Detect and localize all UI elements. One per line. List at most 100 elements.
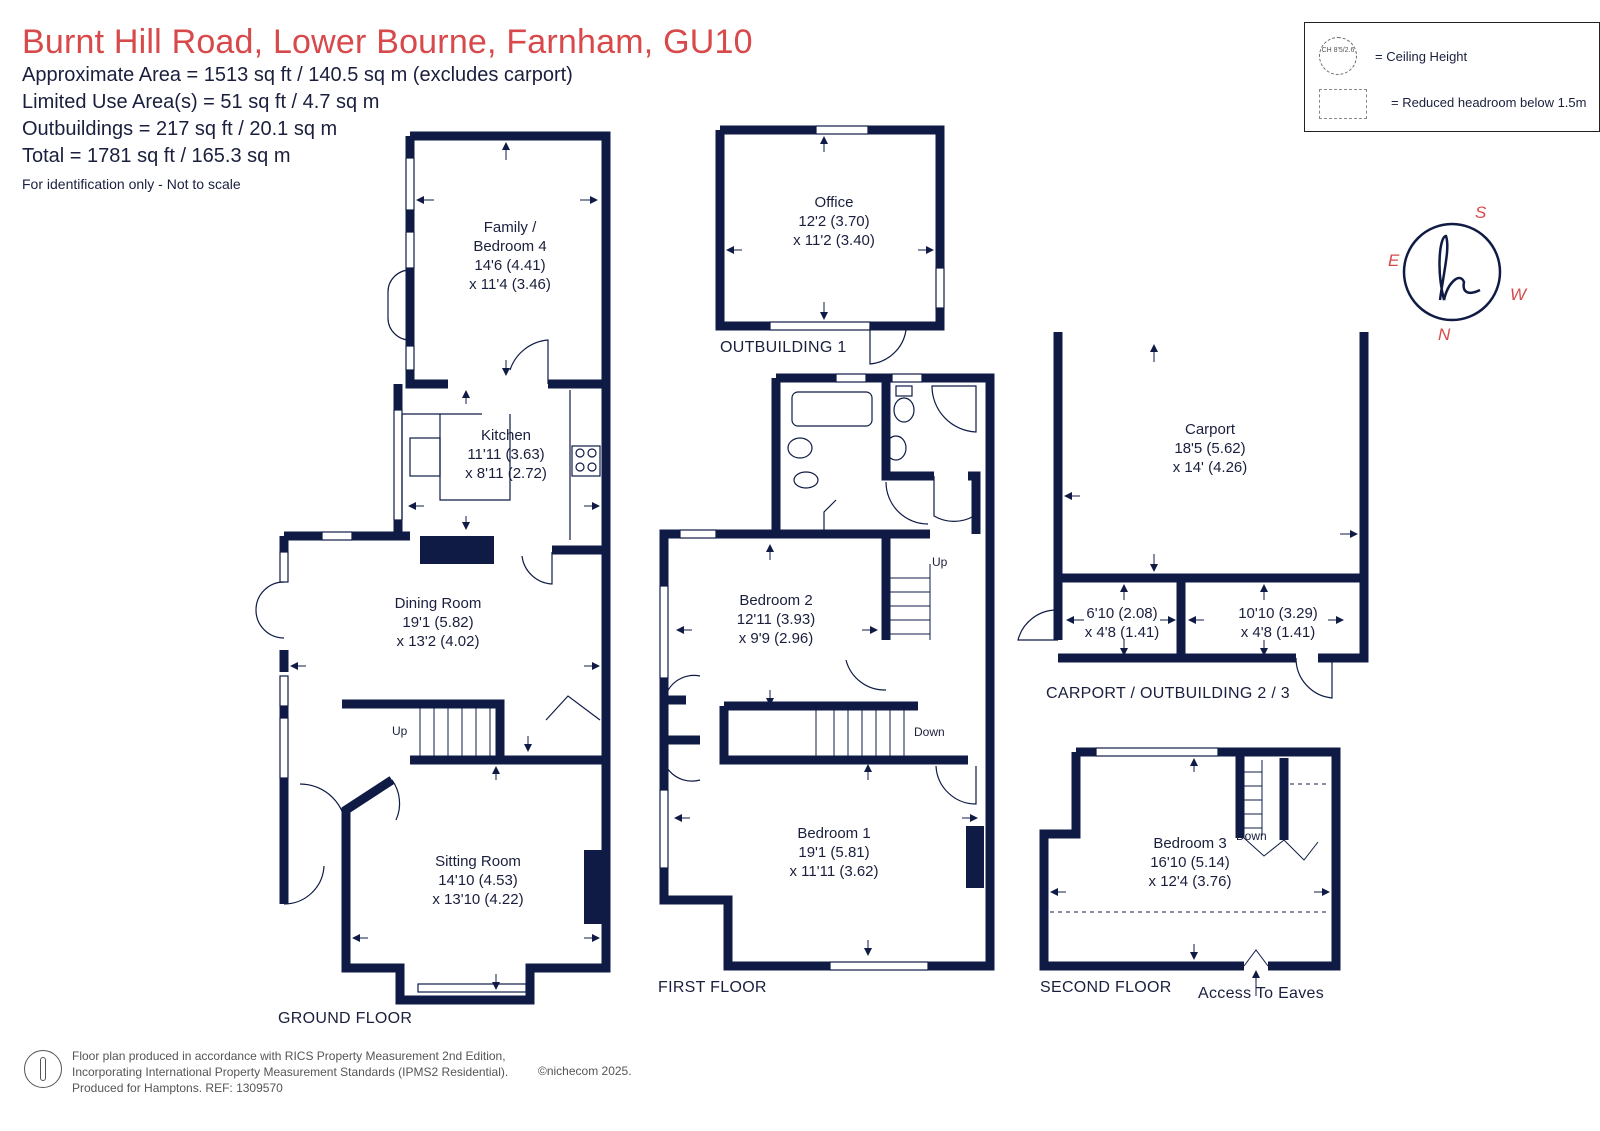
compass: S W N E xyxy=(1388,203,1528,344)
office-label: Office xyxy=(815,194,854,211)
ground-floor-label: GROUND FLOOR xyxy=(278,1010,412,1027)
bedroom1-dim-2: x 11'11 (3.62) xyxy=(789,863,878,880)
compass-w: W xyxy=(1510,285,1528,304)
family-walls xyxy=(405,131,611,389)
scale-note: For identification only - Not to scale xyxy=(22,176,241,192)
first-arrows xyxy=(674,544,978,956)
shower-icon xyxy=(931,385,977,433)
toilet-icon-2 xyxy=(893,397,915,423)
ceiling-height-label: = Ceiling Height xyxy=(1375,49,1468,64)
first-stairs xyxy=(815,564,931,756)
ground-stairs xyxy=(419,708,491,758)
first-floor-walls xyxy=(659,373,995,971)
kitchen-dim-1: 11'11 (3.63) xyxy=(467,446,544,463)
first-stair-down: Down xyxy=(914,725,945,739)
basin-icon-2 xyxy=(885,435,907,461)
compass-n: N xyxy=(1438,325,1451,344)
first-floor-label: FIRST FLOOR xyxy=(658,979,767,996)
family-dim-2: x 11'4 (3.46) xyxy=(469,276,551,293)
copyright: ©nichecom 2025. xyxy=(538,1064,632,1078)
bedroom1-dim-1: 19'1 (5.81) xyxy=(798,844,869,861)
sink-icon xyxy=(409,437,441,477)
carport-dim-2: x 14' (4.26) xyxy=(1173,459,1248,476)
family-label-1: Family / xyxy=(484,219,537,236)
legend-box: CH 8'5/2.6 = Ceiling Height = Reduced he… xyxy=(1304,22,1600,132)
chimney-breast-sitting xyxy=(584,850,606,924)
carport-floor-label: CARPORT / OUTBUILDING 2 / 3 xyxy=(1046,685,1290,702)
approx-area: Approximate Area = 1513 sq ft / 140.5 sq… xyxy=(22,64,573,86)
outbuildings-area: Outbuildings = 217 sq ft / 20.1 sq m xyxy=(22,118,338,140)
basin-icon xyxy=(787,437,813,459)
kitchen-units xyxy=(401,390,601,540)
bedroom2-label: Bedroom 2 xyxy=(739,592,812,609)
second-stairs xyxy=(1236,760,1263,836)
access-eaves-label: Access To Eaves xyxy=(1198,985,1324,1002)
sitting-dim-2: x 13'10 (4.22) xyxy=(432,891,523,908)
office-dim-1: 12'2 (3.70) xyxy=(798,213,869,230)
office-dim-2: x 11'2 (3.40) xyxy=(793,232,875,249)
outbuilding1-label: OUTBUILDING 1 xyxy=(720,339,847,356)
chimney-breast xyxy=(420,536,494,564)
bath-icon xyxy=(791,391,873,427)
bathroom-fixtures xyxy=(661,385,977,805)
compass-ring xyxy=(1402,222,1502,322)
carport-doors xyxy=(1017,609,1333,699)
office-arrows xyxy=(726,136,934,320)
out3-dim-1: 10'10 (3.29) xyxy=(1238,605,1318,622)
sitting-dim-1: 14'10 (4.53) xyxy=(438,872,518,889)
bedroom3-dim-2: x 12'4 (3.76) xyxy=(1149,873,1232,890)
bedroom2-dim-1: 12'11 (3.93) xyxy=(737,611,815,628)
second-arrows xyxy=(1050,758,1330,996)
kitchen-label: Kitchen xyxy=(481,427,531,444)
ground-arrows xyxy=(290,142,600,990)
out2-dim-1: 6'10 (2.08) xyxy=(1086,605,1157,622)
carport-dim-1: 18'5 (5.62) xyxy=(1174,440,1245,457)
header: Burnt Hill Road, Lower Bourne, Farnham, … xyxy=(22,22,753,192)
chimney-breast-bed1 xyxy=(966,826,984,888)
bedroom3-dim-1: 16'10 (5.14) xyxy=(1150,854,1230,871)
property-title: Burnt Hill Road, Lower Bourne, Farnham, … xyxy=(22,23,753,61)
footer-line-2: Incorporating International Property Mea… xyxy=(72,1065,509,1079)
ground-windows xyxy=(279,157,527,993)
first-windows xyxy=(659,373,929,971)
footer-line-1: Floor plan produced in accordance with R… xyxy=(72,1049,506,1063)
bedroom1-label: Bedroom 1 xyxy=(797,825,870,842)
ceiling-height-icon: CH 8'5/2.6 xyxy=(1319,37,1357,75)
carport-walls xyxy=(1053,332,1369,663)
dining-dim-2: x 13'2 (4.02) xyxy=(397,633,480,650)
toilet-icon xyxy=(793,471,819,489)
ground-floor xyxy=(279,131,611,1005)
second-floor-label: SECOND FLOOR xyxy=(1040,979,1172,996)
reduced-headroom-icon xyxy=(1319,89,1367,119)
total-area: Total = 1781 sq ft / 165.3 sq m xyxy=(22,145,291,167)
compass-s: S xyxy=(1475,203,1487,222)
carport-label: Carport xyxy=(1185,421,1236,438)
first-stair-up: Up xyxy=(932,555,948,569)
bedroom3-label: Bedroom 3 xyxy=(1153,835,1226,852)
kitchen-dim-2: x 8'11 (2.72) xyxy=(465,465,547,482)
limited-area: Limited Use Area(s) = 51 sq ft / 4.7 sq … xyxy=(22,91,380,113)
carport-arrows xyxy=(1064,344,1358,656)
second-details xyxy=(1050,783,1330,967)
ground-stair-up: Up xyxy=(392,724,408,738)
second-windows xyxy=(1095,747,1219,757)
compass-e: E xyxy=(1388,251,1400,270)
bedroom2-dim-2: x 9'9 (2.96) xyxy=(739,630,814,647)
out3-dim-2: x 4'8 (1.41) xyxy=(1241,624,1316,641)
office-door xyxy=(869,326,907,365)
dining-dim-1: 19'1 (5.82) xyxy=(402,614,473,631)
dining-label: Dining Room xyxy=(395,595,482,612)
family-dim-1: 14'6 (4.41) xyxy=(474,257,545,274)
second-stair-down: Down xyxy=(1236,829,1267,843)
out2-dim-2: x 4'8 (1.41) xyxy=(1085,624,1160,641)
hob-icon xyxy=(571,445,601,477)
family-label-2: Bedroom 4 xyxy=(473,238,546,255)
footer-text: Floor plan produced in accordance with R… xyxy=(72,1048,592,1096)
compass-logo-icon xyxy=(1438,234,1481,301)
ground-doors xyxy=(255,269,601,905)
info-icon xyxy=(24,1050,62,1088)
footer-line-3: Produced for Hamptons. REF: 1309570 xyxy=(72,1081,283,1095)
reduced-headroom-label: = Reduced headroom below 1.5m xyxy=(1391,95,1587,110)
sitting-label: Sitting Room xyxy=(435,853,521,870)
